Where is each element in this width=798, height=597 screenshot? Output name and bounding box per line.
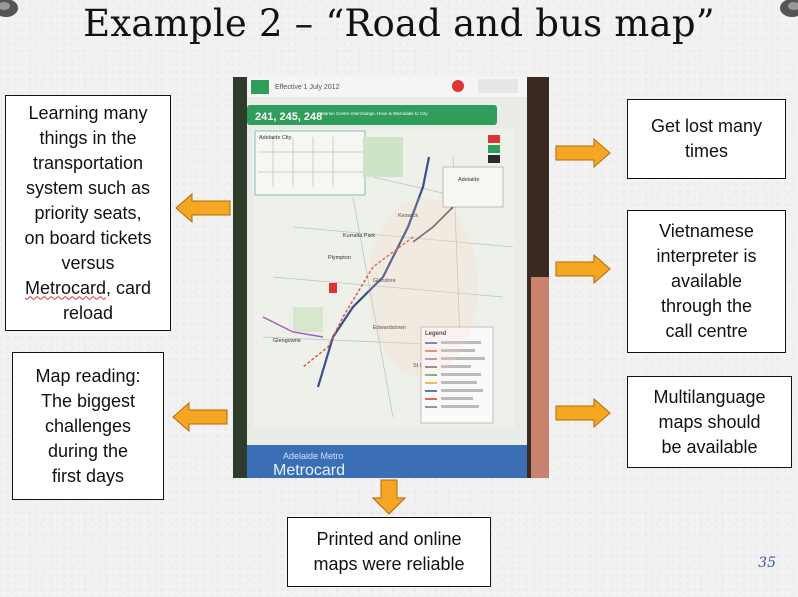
- right-arrow-icon: [555, 138, 611, 168]
- route-numbers-text: 241, 245, 248: [255, 111, 322, 123]
- box-map-reading: Map reading: The biggest challenges duri…: [12, 352, 164, 500]
- box-learning-text-end: , card reload: [62, 277, 152, 323]
- box-map-reading-text: Map reading: The biggest challenges duri…: [35, 365, 141, 486]
- bus-map-photo: Effective 1 July 2012 241, 245, 248 Mari…: [233, 77, 549, 478]
- box-learning-things: Learning many things in the transportati…: [5, 95, 171, 331]
- map-label-glengowrie: Glengowrie: [273, 338, 301, 344]
- down-arrow-icon: [372, 479, 406, 515]
- push-pin-icon: [780, 0, 798, 17]
- box-multilanguage-maps: Multilanguage maps should be available: [627, 376, 792, 468]
- box-printed-online-maps: Printed and online maps were reliable: [287, 517, 491, 587]
- box-learning-metrocard-word: Metrocard: [24, 277, 106, 298]
- push-pin-icon: [0, 0, 18, 17]
- box-learning-text: Learning many things in the transportati…: [24, 102, 152, 273]
- effective-date-text: Effective 1 July 2012: [275, 84, 340, 91]
- box-printed-online-text: Printed and online maps were reliable: [313, 529, 465, 574]
- left-arrow-icon: [172, 402, 228, 432]
- map-label-plympton: Plympton: [328, 255, 351, 261]
- slide-title: Example 2 – “Road and bus map”: [83, 2, 715, 45]
- map-label-adelaide-city: Adelaide City: [259, 135, 292, 141]
- box-multilanguage-text: Multilanguage maps should be available: [653, 386, 766, 457]
- map-label-glandore: Glandore: [373, 278, 396, 284]
- box-get-lost: Get lost many times: [627, 99, 786, 179]
- left-arrow-icon: [175, 193, 231, 223]
- legend-heading: Legend: [425, 331, 447, 337]
- map-label-edwardstown: Edwardstown: [373, 325, 406, 331]
- box-interpreter-text: Vietnamese interpreter is available thro…: [656, 221, 757, 341]
- page-number: 35: [758, 555, 776, 571]
- route-subtitle-text: Marion Centre Interchange, Hove & Warrad…: [321, 111, 428, 116]
- map-label-keswick: Keswick: [398, 213, 418, 219]
- footer-adelaide-metro: Adelaide Metro: [283, 451, 344, 461]
- right-arrow-icon: [555, 254, 611, 284]
- footer-metrocard: Metrocard: [273, 462, 345, 478]
- map-label-adelaide: Adelaide: [458, 177, 479, 183]
- box-vietnamese-interpreter: Vietnamese interpreter is available thro…: [627, 210, 786, 353]
- map-label-kurralta-park: Kurralta Park: [343, 233, 375, 239]
- right-arrow-icon: [555, 398, 611, 428]
- box-get-lost-text: Get lost many times: [650, 116, 763, 161]
